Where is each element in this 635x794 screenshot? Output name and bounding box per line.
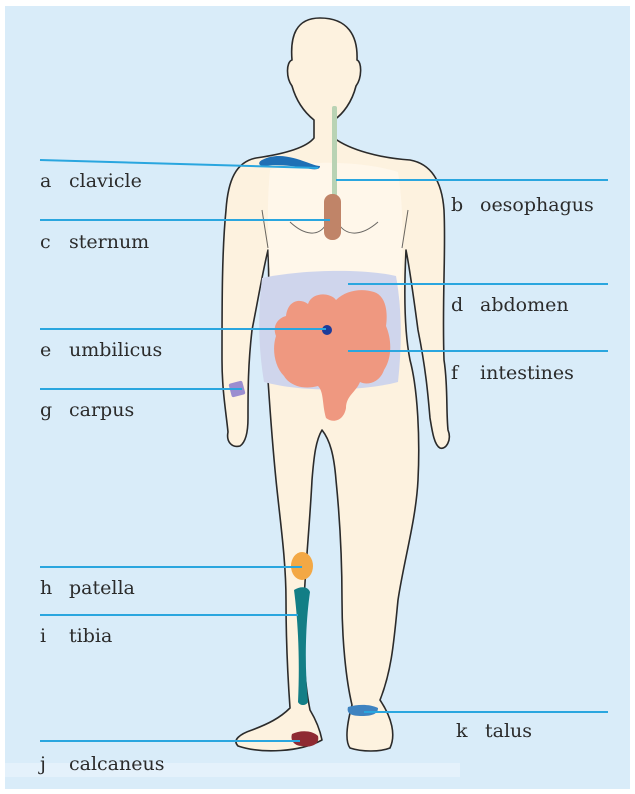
label-text: calcaneus bbox=[69, 753, 164, 775]
label-text: sternum bbox=[69, 231, 149, 253]
label-text: patella bbox=[69, 577, 135, 599]
label-text: talus bbox=[485, 720, 532, 742]
label-text: tibia bbox=[69, 625, 112, 647]
label-text: abdomen bbox=[480, 294, 569, 316]
calcaneus-bone bbox=[291, 731, 318, 746]
label-text: clavicle bbox=[69, 170, 142, 192]
label-letter: c bbox=[40, 231, 69, 253]
label-letter: e bbox=[40, 339, 69, 361]
oesophagus-tube bbox=[332, 106, 337, 198]
label-letter: g bbox=[40, 399, 69, 421]
talus-bone bbox=[348, 705, 378, 716]
sternum-bone bbox=[324, 194, 341, 240]
label-letter: f bbox=[451, 362, 480, 384]
label-letter: d bbox=[451, 294, 480, 316]
label-letter: i bbox=[40, 625, 69, 647]
label-letter: j bbox=[40, 753, 69, 775]
label-letter: b bbox=[451, 194, 480, 216]
label-letter: h bbox=[40, 577, 69, 599]
label-text: oesophagus bbox=[480, 194, 594, 216]
label-text: carpus bbox=[69, 399, 134, 421]
label-text: intestines bbox=[480, 362, 574, 384]
label-text: umbilicus bbox=[69, 339, 162, 361]
label-letter: a bbox=[40, 170, 69, 192]
label-letter: k bbox=[456, 720, 485, 742]
